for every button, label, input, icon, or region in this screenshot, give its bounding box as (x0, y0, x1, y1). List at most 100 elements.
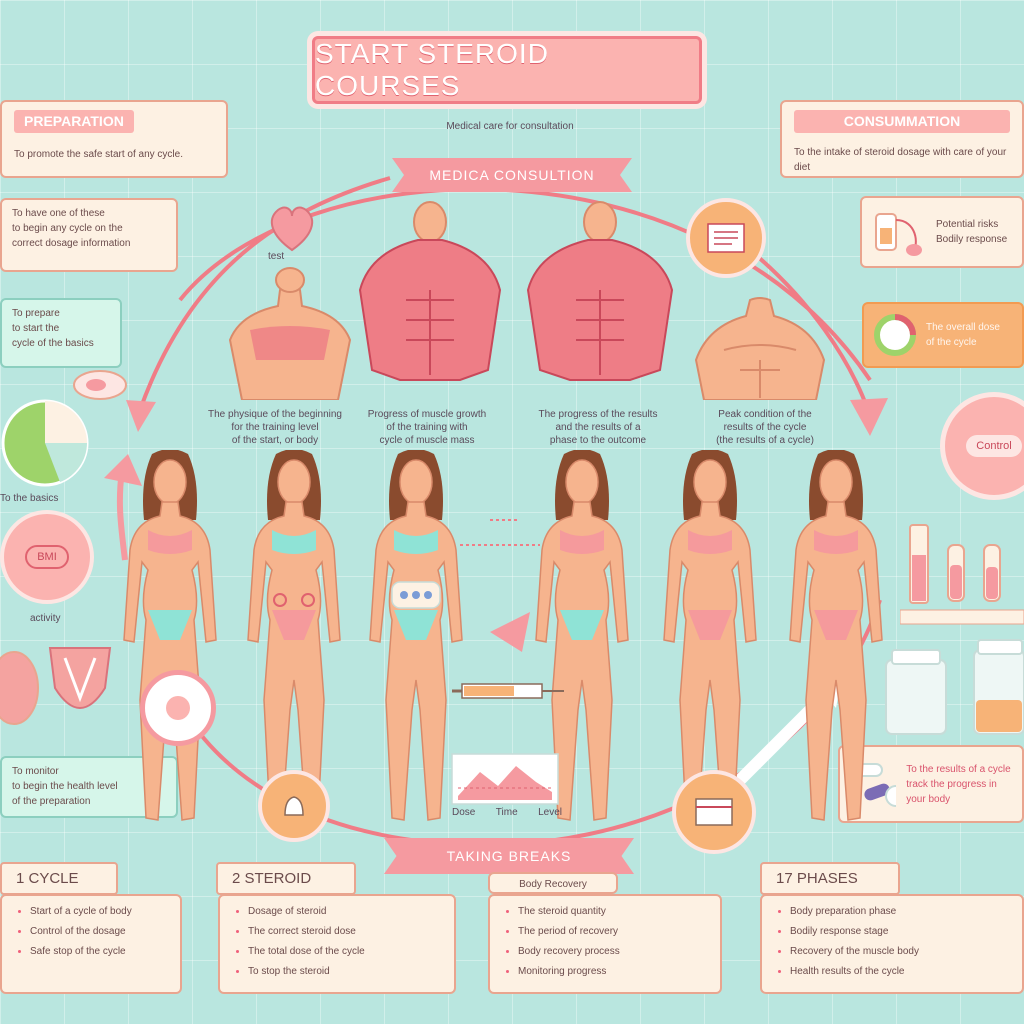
arrow-left-down (138, 176, 391, 411)
preparation-intro: To promote the safe start of any cycle. (14, 149, 183, 160)
preparation-header: PREPARATION (14, 110, 134, 133)
torso-caption-1-line-2: for the training level (231, 422, 319, 433)
vials-icon (900, 524, 1024, 625)
left-card3-line-3: of the preparation (12, 796, 91, 807)
arrow-up-left-stem (116, 469, 128, 561)
ribbon-medical-consultation: MEDICA CONSULTION (392, 158, 632, 192)
bmi-badge: BMI (0, 510, 94, 604)
preparation-card: PREPARATION To promote the safe start of… (0, 100, 228, 178)
bottom-cycle-item-1: Start of a cycle of body (30, 906, 166, 917)
bottom-card-steroid: Dosage of steroid The correct steroid do… (218, 894, 456, 994)
left-card2-line-3: cycle of the basics (12, 338, 94, 349)
left-card2-line-2: to start the (12, 323, 60, 334)
torso-caption-3-line-1: The progress of the results (538, 409, 658, 420)
female-figure-row (123, 450, 883, 821)
bottom-steroid-item-2: The correct steroid dose (248, 926, 440, 937)
right-card3-line-1: To the results of a cycle (906, 763, 1011, 775)
torso-caption-2-line-3: cycle of muscle mass (379, 435, 475, 446)
tag-phases: 17 PHASES (760, 862, 900, 895)
left-small-label: To the basics (0, 493, 59, 504)
right-card3-line-2: track the progress in your body (906, 778, 997, 805)
capsule-icon (73, 370, 127, 400)
torso-caption-3-line-3: phase to the outcome (549, 435, 647, 446)
mini-chart-label-dose: Dose (452, 807, 476, 818)
calendar-icon (695, 798, 733, 826)
arrow-middle-left (490, 612, 530, 652)
torso-caption-2-line-2: of the training with (386, 422, 468, 433)
right-card1-line-1: Potential risks (936, 219, 999, 230)
torso-caption-4: Peak condition of the results of the cyc… (690, 408, 840, 447)
mini-line-chart (451, 753, 559, 805)
torso-1 (228, 267, 352, 400)
arrow-right-down (748, 248, 870, 411)
center-top-note: Medical care for consultation (446, 121, 574, 132)
consummation-header: CONSUMMATION (794, 110, 1010, 133)
heart-organ-icon (270, 206, 314, 252)
arrow-head-right (850, 398, 888, 436)
torso-caption-2-line-1: Progress of muscle growth (367, 409, 487, 420)
left-card1-line-3: correct dosage information (12, 238, 131, 249)
torso-2 (358, 201, 502, 381)
checklist-badge (686, 198, 766, 278)
torso-4 (694, 297, 826, 400)
bottom-card-cycle: Start of a cycle of body Control of the … (0, 894, 182, 994)
bottom-card-breaks: The steroid quantity The period of recov… (488, 894, 722, 994)
bmi-badge-label: BMI (25, 545, 69, 569)
left-card3-line-2: to begin the health level (12, 781, 118, 792)
torso-caption-1-line-1: The physique of the beginning (208, 409, 342, 420)
bottom-phases-item-3: Recovery of the muscle body (790, 946, 1008, 957)
torso-caption-2: Progress of muscle growth of the trainin… (362, 408, 492, 447)
bell-icon (284, 796, 304, 816)
torso-caption-1-line-3: of the start, or body (231, 435, 319, 446)
bottom-steroid-item-1: Dosage of steroid (248, 906, 440, 917)
page-title: START STEROID COURSES (312, 36, 702, 104)
calendar-badge (672, 770, 756, 854)
donut-chart-icon (874, 314, 916, 356)
bottom-card-phases: Body preparation phase Bodily response s… (760, 894, 1024, 994)
tag-cycle: 1 CYCLE (0, 862, 118, 895)
left-card1-line-2: to begin any cycle on the (12, 223, 123, 234)
right-info-card-3: To the results of a cycle track the prog… (838, 745, 1024, 823)
left-card2-line-1: To prepare (12, 308, 60, 319)
left-small-note: activity (30, 613, 61, 624)
female-figure-3 (369, 450, 463, 821)
bell-badge (258, 770, 330, 842)
right-card2-line-1: The overall dose (926, 322, 1000, 333)
center-small-label: test (268, 251, 285, 262)
bottom-steroid-item-3: The total dose of the cycle (248, 946, 440, 957)
right-info-card-2: The overall dose of the cycle (862, 302, 1024, 368)
torso-caption-4-line-1: Peak condition of the (718, 409, 812, 420)
bottom-phases-item-4: Health results of the cycle (790, 966, 1008, 977)
torso-caption-3: The progress of the results and the resu… (518, 408, 678, 447)
male-torso-row (228, 201, 826, 400)
consummation-card: CONSUMMATION To the intake of steroid do… (780, 100, 1024, 178)
torso-3 (526, 201, 674, 381)
bottom-cycle-item-3: Safe stop of the cycle (30, 946, 166, 957)
body-recovery-label: Body Recovery (488, 872, 618, 894)
female-figure-1 (123, 450, 217, 821)
left-info-card-2: To prepare to start the cycle of the bas… (0, 298, 122, 368)
mini-chart-label-level: Level (538, 807, 562, 818)
mini-chart-label-time: Time (495, 807, 518, 818)
mini-chart-labels: Dose Time Level (452, 806, 562, 819)
arrow-head-left (126, 400, 156, 432)
dot-icon (166, 696, 190, 720)
female-figure-4 (535, 450, 629, 821)
female-figure-6 (789, 450, 883, 821)
arrow-head-up-left (104, 454, 142, 486)
female-figure-5 (663, 450, 757, 821)
bottom-cycle-item-2: Control of the dosage (30, 926, 166, 937)
measurement-device-icon (875, 213, 922, 256)
torso-caption-1: The physique of the beginning for the tr… (200, 408, 350, 447)
right-card2-line-2: of the cycle (926, 337, 977, 348)
supplement-jars-icon (885, 639, 1024, 735)
torso-caption-3-line-2: and the results of a (555, 422, 641, 433)
control-badge-label: Control (966, 435, 1022, 457)
torso-caption-4-line-2: results of the cycle (723, 422, 807, 433)
pie-chart-icon (1, 399, 89, 487)
left-card1-line-1: To have one of these (12, 208, 105, 219)
bottom-breaks-item-1: The steroid quantity (518, 906, 706, 917)
checklist-icon (707, 223, 745, 253)
bottom-phases-item-1: Body preparation phase (790, 906, 1008, 917)
ribbon-taking-breaks: TAKING BREAKS (384, 838, 634, 874)
